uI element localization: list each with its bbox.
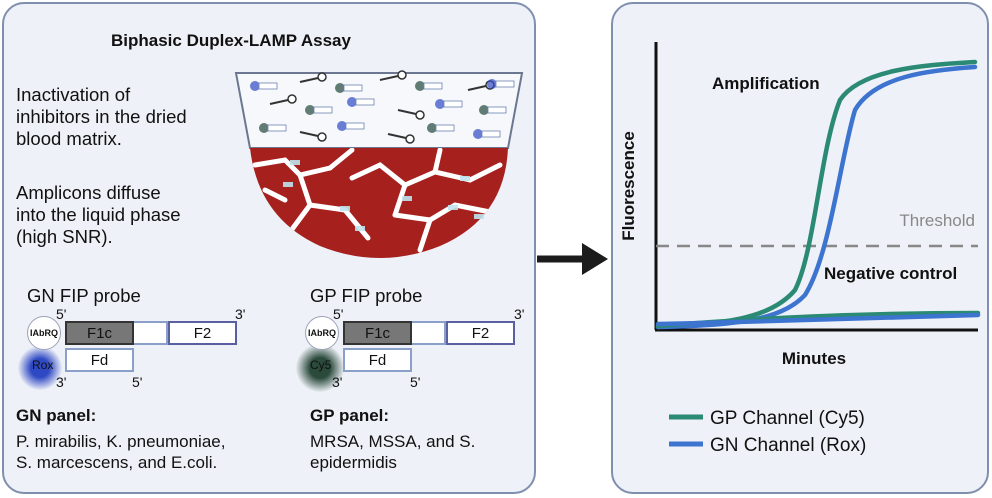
amplification-annotation: Amplification	[712, 74, 820, 93]
intro-line: blood matrix.	[16, 128, 122, 149]
negative-control-annotation: Negative control	[824, 264, 957, 283]
gn-quencher: IAbRQ	[27, 316, 61, 350]
gp-probe-title: GP FIP probe	[310, 285, 423, 306]
gn-fluor-label: Rox	[32, 358, 54, 372]
gn-panel-line: P. mirabilis, K. pneumoniae,	[16, 432, 226, 451]
gn-fd-segment: Fd	[65, 348, 134, 372]
inactivation-text: Inactivation of inhibitors in the dried …	[16, 84, 187, 150]
diffuse-line: (high SNR).	[16, 226, 113, 247]
gn-panel-line: S. marcescens, and E.coli.	[16, 453, 218, 472]
intro-line: Inactivation of	[16, 84, 131, 105]
gn-negative-control-curve	[655, 312, 981, 327]
gp-loop-segment	[412, 321, 446, 345]
x-axis-label: Minutes	[782, 349, 846, 368]
gp-fd-segment: Fd	[343, 348, 412, 372]
legend-label-gp: GP Channel (Cy5)	[710, 408, 865, 429]
gp-fluor-label: Cy5	[310, 358, 332, 372]
gn-prime-5b: 5'	[132, 374, 143, 390]
gp-f2-segment: F2	[446, 321, 515, 345]
diffuse-line: Amplicons diffuse	[16, 182, 161, 203]
gp-panel-line: epidermidis	[310, 453, 397, 472]
gn-probe-title: GN FIP probe	[27, 285, 141, 306]
intro-line: inhibitors in the dried	[16, 106, 187, 127]
gn-panel-heading: GN panel:	[16, 406, 97, 425]
threshold-label: Threshold	[899, 211, 975, 230]
diffusion-text: Amplicons diffuse into the liquid phase …	[16, 182, 181, 248]
gp-amplification-curve	[655, 59, 978, 330]
gn-prime-5a: 5'	[56, 306, 67, 322]
diffuse-line: into the liquid phase	[16, 204, 181, 225]
cy5-fluorophore-glow	[296, 344, 344, 392]
gn-f1c-segment: F1c	[65, 321, 134, 345]
assay-title: Biphasic Duplex-LAMP Assay	[111, 31, 351, 50]
gn-loop-segment	[134, 321, 168, 345]
rox-fluorophore-glow	[18, 346, 62, 390]
gp-quencher: IAbRQ	[305, 316, 339, 350]
amplification-chart-panel	[611, 2, 989, 494]
gp-prime-3a: 3'	[514, 306, 525, 322]
gp-prime-5a: 5'	[333, 306, 344, 322]
gp-f1c-segment: F1c	[343, 321, 412, 345]
gp-panel-list: MRSA, MSSA, and S. epidermidis	[310, 431, 475, 473]
gn-prime-3a: 3'	[235, 306, 246, 322]
gn-panel-list: P. mirabilis, K. pneumoniae, S. marcesce…	[16, 431, 225, 473]
gp-panel-line: MRSA, MSSA, and S.	[310, 432, 476, 451]
legend: GP Channel (Cy5) GN Channel (Rox)	[669, 408, 866, 456]
gn-f2-segment: F2	[168, 321, 237, 345]
gn-prime-3b: 3'	[56, 374, 67, 390]
y-axis-label: Fluorescence	[619, 131, 638, 241]
legend-label-gn: GN Channel (Rox)	[710, 435, 866, 456]
gp-panel-heading: GP panel:	[310, 406, 390, 425]
gp-prime-3b: 3'	[332, 374, 343, 390]
curves-group	[655, 59, 981, 330]
gp-prime-5b: 5'	[410, 374, 421, 390]
